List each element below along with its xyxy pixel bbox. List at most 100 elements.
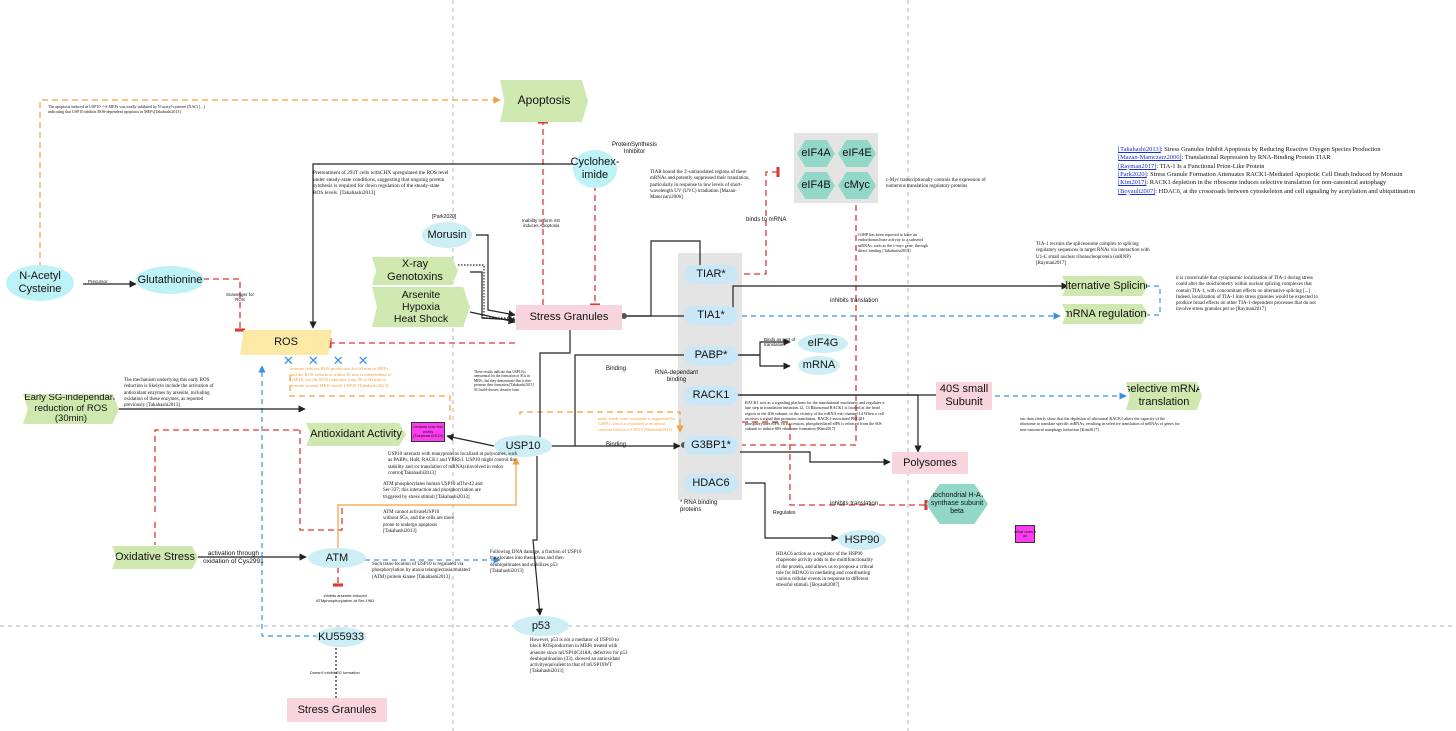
scavenger-label: Scavenger for ROS <box>226 292 255 303</box>
cmyc-node[interactable]: cMyc <box>838 172 876 199</box>
activation-edges <box>83 163 1069 700</box>
tia1-node[interactable]: TIA1* <box>684 306 738 325</box>
stress-granules-bottom-node[interactable]: Stress Granules <box>287 698 387 722</box>
protein-synthesis-inhibitor-label: ProteinSynthesis Inhibitor <box>612 142 658 156</box>
orange-edges <box>39 96 684 433</box>
ku55933-node[interactable]: KU55933 <box>316 627 366 647</box>
40s-subunit-node[interactable]: 40S small Subunit <box>936 382 992 410</box>
ros-node[interactable]: ROS <box>240 330 332 355</box>
note-rack1-depletion: our data clearly show that the depletion… <box>1020 416 1180 432</box>
hsp90-node[interactable]: HSP90 <box>838 530 886 550</box>
antioxidant-label: Antioxidant Activity <box>310 428 402 441</box>
reference-link[interactable]: [Park2020] <box>1118 170 1147 178</box>
tiar-label: TIAR* <box>696 268 726 281</box>
inhibition-edges <box>154 120 928 587</box>
mrna-regulation-node[interactable]: mRNA regulation <box>1062 304 1148 324</box>
eif4g-node[interactable]: eIF4G <box>798 334 848 353</box>
rna-binding-proteins-label: * RNA binding proteins <box>680 500 718 514</box>
rack1-label: RACK1 <box>692 389 730 402</box>
nac-node[interactable]: N-Acetyl Cysteine <box>6 265 74 301</box>
eif4g-label: eIF4G <box>807 337 839 350</box>
reference-item: [Mazan-Mamczarz2006]: Translational Repr… <box>1118 154 1453 162</box>
eif4b-label: eIF4B <box>801 179 831 192</box>
oxidative-stress-node[interactable]: Oxidative Stress <box>112 546 198 569</box>
binding-label-1: Binding <box>606 366 627 372</box>
reference-item: [Park2020]: Stress Granule Formation Att… <box>1118 171 1453 179</box>
binds-mrna-label: binds to mRNA <box>746 217 787 223</box>
atm-node[interactable]: ATM <box>308 548 366 568</box>
early-sg-independent-node[interactable]: Early SG-independant reduction of ROS (3… <box>23 394 119 424</box>
selective-translation-label: selective mRNA translation <box>1124 383 1204 408</box>
binding-label-2: Binding <box>606 442 627 448</box>
note-cmyc: c-Myc transcriptionally controls the exp… <box>886 178 986 190</box>
eif4a-label: eIF4A <box>801 147 831 160</box>
reference-item: [Kim2017]: RACK1 depletion in the riboso… <box>1118 179 1453 187</box>
polysomes-node[interactable]: Polysomes <box>892 452 968 474</box>
what-does-it-do-box[interactable]: What does it do <box>1014 525 1036 543</box>
rack1-node[interactable]: RACK1 <box>684 386 738 405</box>
polysomes-label: Polysomes <box>903 456 957 469</box>
arsenite-label: Arsenite Hypoxia Heat Shock <box>393 288 449 326</box>
cmyc-label: cMyc <box>844 179 870 192</box>
alternative-splicing-node[interactable]: Alternative Splicing <box>1062 276 1148 296</box>
g3bp1-node[interactable]: G3BP1* <box>684 436 738 455</box>
reference-list: [Takahashi2013]: Stress Granules Inhibit… <box>1118 146 1453 196</box>
activation-label: activation through oxidation of Cys2991 <box>203 550 264 565</box>
alternative-splicing-label: Alternative Splicing <box>1058 279 1152 292</box>
tiar-node[interactable]: TIAR* <box>684 265 738 284</box>
precursor-label: Precursor <box>88 279 108 284</box>
xray-node[interactable]: X-ray Genotoxins <box>372 257 458 285</box>
nac-label: N-Acetyl Cysteine <box>18 270 62 295</box>
sg-junction-dot <box>621 313 627 319</box>
antioxidant-activity-node[interactable]: Antioxidant Activity <box>306 423 406 446</box>
doesnt-inhibit-label: Doesn't inhibit SG formation <box>310 670 360 675</box>
pabp-node[interactable]: PABP* <box>684 346 738 365</box>
early-sg-label: Early SG-independant reduction of ROS (3… <box>24 391 118 425</box>
note-g3bp: G3BP has been reported to have an endori… <box>858 232 928 253</box>
glutathionine-node[interactable]: Glutathionine <box>136 266 204 294</box>
reference-link[interactable]: [Mazan-Mamczarz2006] <box>1118 154 1182 162</box>
note-arsenite: arsenite reduces ROS production for 60 m… <box>290 366 392 389</box>
unclear-note-box[interactable]: Unclear how this works [Takahashi2013] <box>411 422 445 442</box>
pabp-label: PABP* <box>694 349 728 362</box>
regulates-label: Regulates <box>773 510 796 516</box>
reference-link[interactable]: [Kim2017] <box>1118 179 1147 187</box>
inability-sg-label: Inability to form SG induces Apoptosis <box>522 218 561 229</box>
cycloheximide-node[interactable]: Cyclohex- imide <box>571 150 619 188</box>
rna-dependent-binding-label: RNA-dependant binding <box>655 370 699 384</box>
reference-link[interactable]: [Takahashi2013] <box>1118 146 1161 153</box>
arsenite-node[interactable]: Arsenite Hypoxia Heat Shock <box>372 287 470 327</box>
hdac6-node[interactable]: HDAC6 <box>684 474 738 493</box>
reference-title: : Translational Repression by RNA-Bindin… <box>1181 154 1331 162</box>
tia1-label: TIA1* <box>697 309 725 322</box>
ros-blocked-marks: ✕✕✕✕ <box>283 353 383 368</box>
mrna-node[interactable]: mRNA <box>798 356 840 375</box>
mito-atp-label: mitochondrial H-ATP synthase subunit bet… <box>924 491 990 516</box>
reference-link[interactable]: [Boyault2007] <box>1118 187 1156 195</box>
selective-translation-node[interactable]: selective mRNA translation <box>1126 382 1202 410</box>
eif4e-node[interactable]: eIF4E <box>838 140 876 167</box>
apoptosis-node[interactable]: Apoptosis <box>500 80 588 122</box>
note-atm-phosphorylation: ATM phosphorylates human USP10 atThr-42 … <box>383 482 483 500</box>
p53-node[interactable]: p53 <box>513 616 569 636</box>
eif4a-node[interactable]: eIF4A <box>797 140 835 167</box>
eif4b-node[interactable]: eIF4B <box>797 172 835 199</box>
mito-atp-synthase-node[interactable]: mitochondrial H-ATP synthase subunit bet… <box>926 484 988 524</box>
40s-subunit-label: 40S small Subunit <box>939 383 989 408</box>
atm-usp10-edge <box>337 457 520 548</box>
usp10-label: USP10 <box>505 439 541 452</box>
reference-link[interactable]: [Rayman2017] <box>1118 162 1157 170</box>
morusin-ref-label: [Park2020] <box>432 214 457 220</box>
stress-granules-node[interactable]: Stress Granules <box>516 305 622 330</box>
note-early-ros: The mechanism underlying this early ROS … <box>124 378 214 408</box>
note-usp10-sg: These results indicate that USP10 is une… <box>474 370 534 392</box>
p53-label: p53 <box>531 619 551 632</box>
morusin-node[interactable]: Morusin <box>422 222 472 248</box>
xray-label: X-ray Genotoxins <box>387 258 443 283</box>
atm-label: ATM <box>325 551 349 564</box>
reference-title: : Stress Granules Inhibit Apoptosis by R… <box>1160 146 1381 153</box>
usp10-node[interactable]: USP10 <box>494 435 552 457</box>
blue-edges <box>258 285 1161 637</box>
reference-title: : TIA-1 Is a Functional Prion-Like Prote… <box>1156 162 1265 170</box>
